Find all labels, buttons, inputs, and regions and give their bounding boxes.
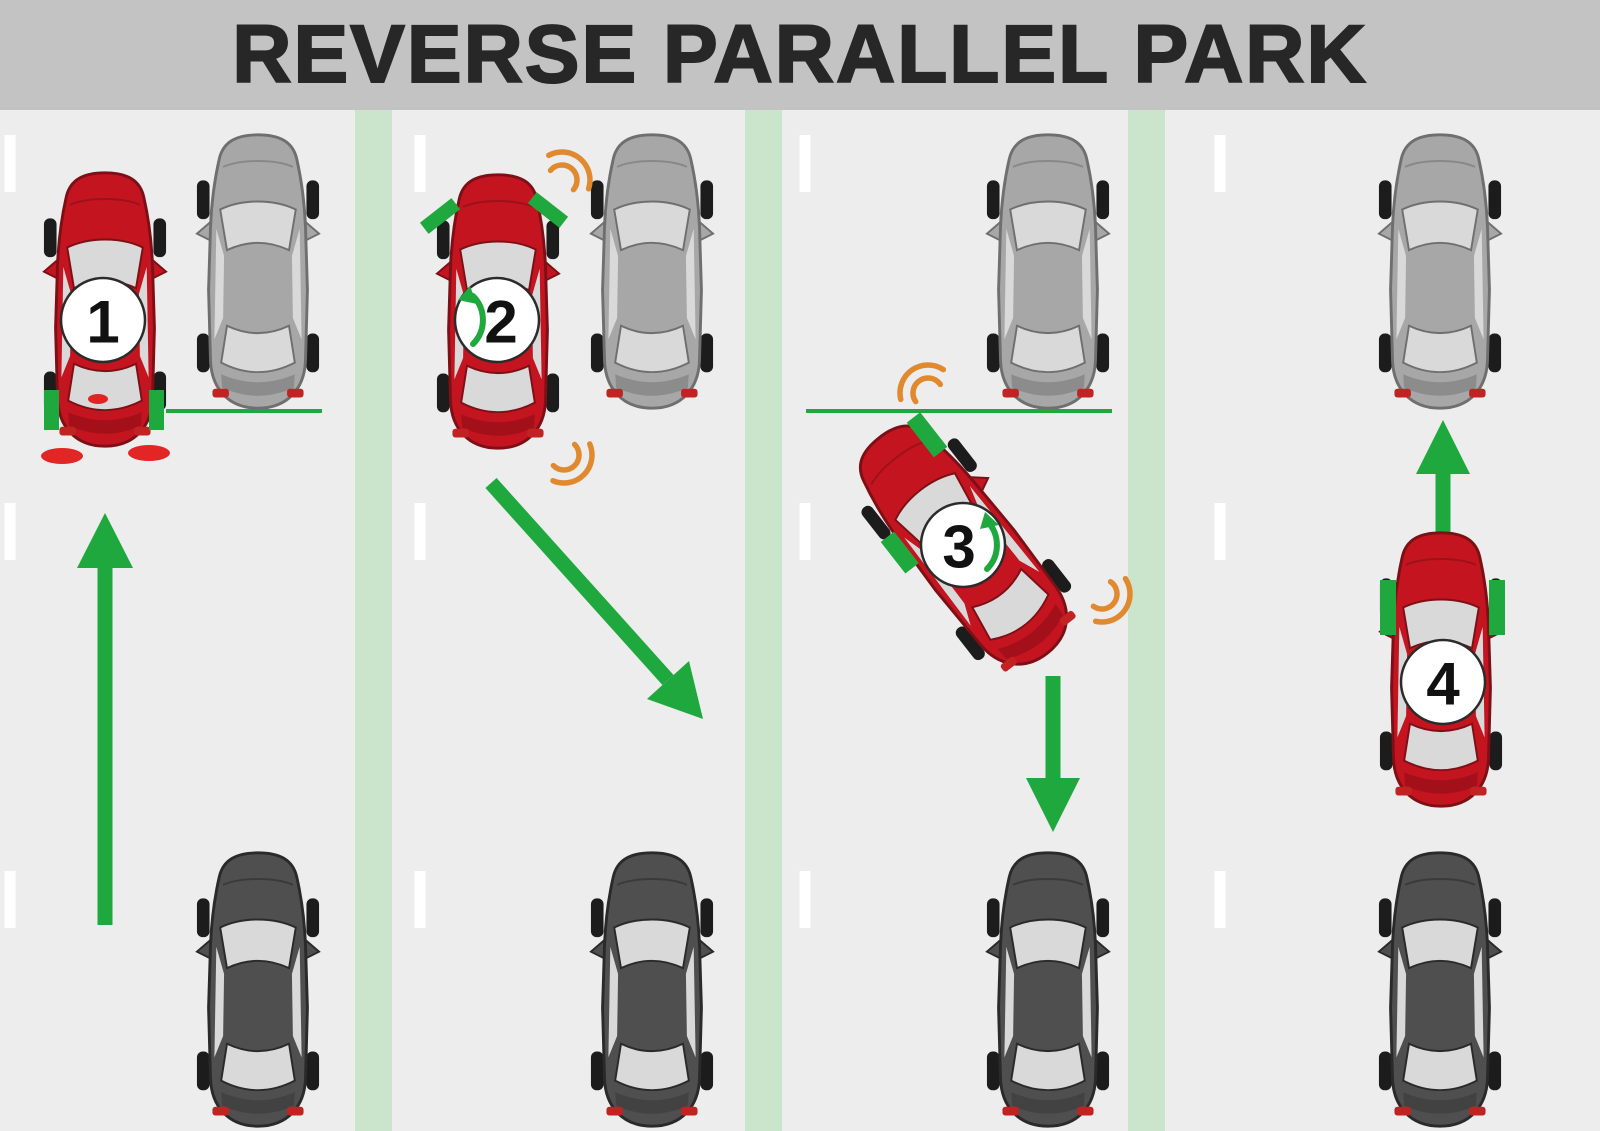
up-arrow-icon — [1416, 420, 1470, 474]
alignment-marker — [419, 198, 461, 234]
panel-step-2: 2 — [419, 133, 715, 1128]
brake-light-glow — [41, 448, 83, 464]
alignment-marker — [1489, 580, 1505, 635]
panel-step-1: 1 — [41, 133, 321, 1128]
alignment-marker — [149, 390, 164, 430]
parked-car-rear-dark — [195, 851, 321, 1128]
lane-divider — [355, 110, 392, 1131]
alignment-marker — [1380, 580, 1396, 635]
alignment-marker — [527, 192, 569, 228]
steering-arrow-head — [980, 512, 999, 529]
alignment-marker — [880, 531, 919, 574]
brake-light-glow — [88, 394, 108, 404]
parked-car-rear-dark — [1377, 851, 1503, 1128]
panel-step-3: 3 — [829, 133, 1140, 1128]
alignment-marker — [44, 390, 59, 430]
up-arrow-icon — [77, 513, 133, 568]
lane-divider — [1128, 110, 1165, 1131]
panel-step-4: 4 — [1377, 133, 1505, 1128]
title-bar: REVERSE PARALLEL PARK — [0, 0, 1600, 110]
parked-car-front-gray — [195, 133, 321, 410]
down-arrow-icon — [1026, 778, 1080, 832]
lane-divider — [745, 110, 782, 1131]
parked-car-rear-dark — [589, 851, 715, 1128]
parked-car-front-gray — [985, 133, 1111, 410]
step-number: 1 — [86, 289, 119, 356]
alignment-marker — [906, 412, 948, 458]
step-badge — [59, 276, 147, 364]
steering-arrow-head — [458, 286, 477, 304]
step-number: 4 — [1426, 651, 1460, 718]
step-number: 2 — [484, 289, 517, 356]
brake-light-glow — [128, 445, 170, 461]
diagram-title: REVERSE PARALLEL PARK — [231, 8, 1368, 101]
step-number: 3 — [942, 514, 975, 581]
diagonal-arrow-shaft — [485, 477, 674, 686]
step-badge — [1399, 638, 1487, 726]
parked-car-front-gray — [1377, 133, 1503, 410]
parked-car-rear-dark — [985, 851, 1111, 1128]
steering-arrow-icon — [470, 293, 486, 347]
parked-car-front-gray — [589, 133, 715, 410]
diagonal-arrow-icon — [647, 661, 703, 719]
